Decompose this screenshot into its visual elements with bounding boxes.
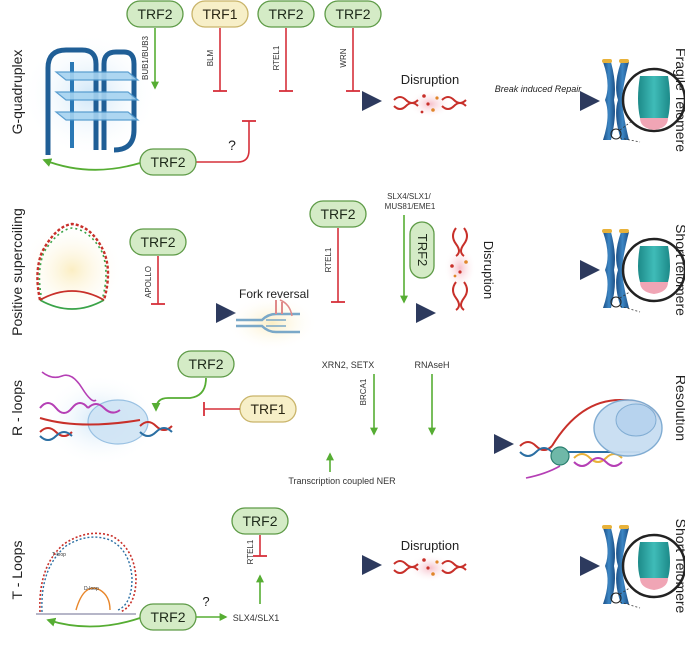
- row4-bottom-trf2-pill: TRF2: [139, 603, 197, 631]
- row1-outcome-label: Fragile Telomere: [673, 48, 685, 152]
- row3-side-label: R - loops: [9, 380, 25, 436]
- row1-repair-label: Break induced Repair: [495, 84, 583, 94]
- row3-outcome-label: Resolution: [673, 375, 685, 441]
- svg-text:TRF2: TRF2: [269, 6, 304, 22]
- row3-trf2-promote-arrow: [151, 377, 207, 412]
- row4-slx-label: SLX4/SLX1: [233, 613, 280, 623]
- svg-text:TRF2: TRF2: [321, 206, 356, 222]
- t-loop-icon: T-loop D-loop: [36, 532, 137, 615]
- r-loop-icon: [39, 371, 173, 466]
- svg-text:TRF2: TRF2: [415, 234, 430, 267]
- row4-outcome-label: Short Telomere: [673, 519, 685, 614]
- row1-return-arrow: [42, 158, 141, 171]
- row3-trf2-pill: TRF2: [177, 350, 235, 378]
- row2-trf2-pill-1: TRF2: [129, 228, 187, 256]
- row2-trf2-pill-2: TRF2: [309, 200, 367, 228]
- svg-text:TRF1: TRF1: [203, 6, 238, 22]
- row1-trf2-pill-2: TRF2: [257, 0, 315, 28]
- row4-trf2-pill: TRF2: [231, 507, 289, 535]
- fork-reversal-icon: [226, 295, 318, 351]
- row2-vertical-trf2-pill: TRF2: [409, 221, 435, 279]
- row-t-loops: T - Loops T-loop D-loop TRF2 RTEL1 TRF2 …: [9, 507, 685, 631]
- dloop-label: D-loop: [84, 586, 99, 592]
- row-r-loops: R - loops TRF2 TRF1 XRN2, SETX BRCA1: [9, 350, 685, 486]
- tloop-label: T-loop: [52, 552, 66, 558]
- row2-rtel1-label: RTEL1: [324, 247, 333, 272]
- row2-nuclease-line-1: SLX4/SLX1/: [387, 192, 431, 201]
- row2-outcome-label: Short telomere: [673, 224, 685, 316]
- row-positive-supercoiling: Positive supercoiling TRF2 APOLLO Fork r…: [9, 192, 685, 351]
- row2-apollo-label: APOLLO: [144, 266, 153, 298]
- row3-ner-label: Transcription coupled NER: [288, 476, 396, 486]
- row4-disruption-label: Disruption: [401, 538, 460, 553]
- svg-text:TRF2: TRF2: [243, 513, 278, 529]
- resolution-complex-icon: [519, 398, 663, 479]
- svg-text:TRF2: TRF2: [151, 609, 186, 625]
- row2-side-label: Positive supercoiling: [9, 208, 25, 336]
- row3-rnaseh-label: RNAseH: [414, 360, 449, 370]
- row1-bottom-trf2-pill: TRF2: [139, 148, 197, 176]
- row1-question-mark: ?: [228, 137, 236, 153]
- row1-side-label: G-quadruplex: [9, 50, 25, 135]
- svg-text:TRF2: TRF2: [336, 6, 371, 22]
- svg-text:TRF2: TRF2: [189, 356, 224, 372]
- row4-rtel1-label: RTEL1: [246, 539, 255, 564]
- row1-bub-label: BUB1/BUB3: [141, 35, 150, 80]
- g-quadruplex-icon: [22, 33, 158, 157]
- svg-text:TRF2: TRF2: [141, 234, 176, 250]
- row2-nuclease-label: SLX4/SLX1/ MUS81/EME1: [385, 192, 436, 211]
- svg-text:TRF1: TRF1: [251, 401, 286, 417]
- row1-blm-label: BLM: [206, 49, 215, 66]
- row3-brca1-label: BRCA1: [359, 378, 368, 405]
- row2-disruption-label: Disruption: [481, 241, 496, 300]
- row4-side-label: T - Loops: [9, 541, 25, 600]
- row1-trf2-pill-1: TRF2: [126, 0, 184, 28]
- row2-nuclease-line-2: MUS81/EME1: [385, 202, 436, 211]
- row1-disruption-label: Disruption: [401, 72, 460, 87]
- row1-question-inhibit: [196, 121, 250, 163]
- row2-fork-label: Fork reversal: [239, 287, 309, 301]
- svg-text:TRF2: TRF2: [151, 154, 186, 170]
- svg-text:TRF2: TRF2: [138, 6, 173, 22]
- row1-wrn-label: WRN: [339, 48, 348, 67]
- supercoiled-dna-icon: [20, 222, 124, 318]
- row4-broken-dna-icon: [393, 554, 467, 582]
- row4-return-arrow: [46, 617, 141, 628]
- row1-chromosome-icon: [602, 59, 685, 143]
- row3-xrn2-label: XRN2, SETX: [322, 360, 375, 370]
- row3-trf1-pill: TRF1: [239, 395, 297, 423]
- row4-chromosome-icon: [602, 525, 685, 609]
- row1-trf2-pill-3: TRF2: [324, 0, 382, 28]
- row2-broken-dna-icon: [444, 227, 476, 311]
- row1-rtel1-label: RTEL1: [272, 45, 281, 70]
- row4-question-mark: ?: [202, 594, 209, 609]
- row1-broken-dna-icon: [393, 90, 467, 118]
- row-g-quadruplex: G-quadruplex TRF2 TRF1 TRF2: [9, 0, 685, 176]
- row2-chromosome-icon: [602, 229, 685, 313]
- row1-trf1-pill: TRF1: [191, 0, 249, 28]
